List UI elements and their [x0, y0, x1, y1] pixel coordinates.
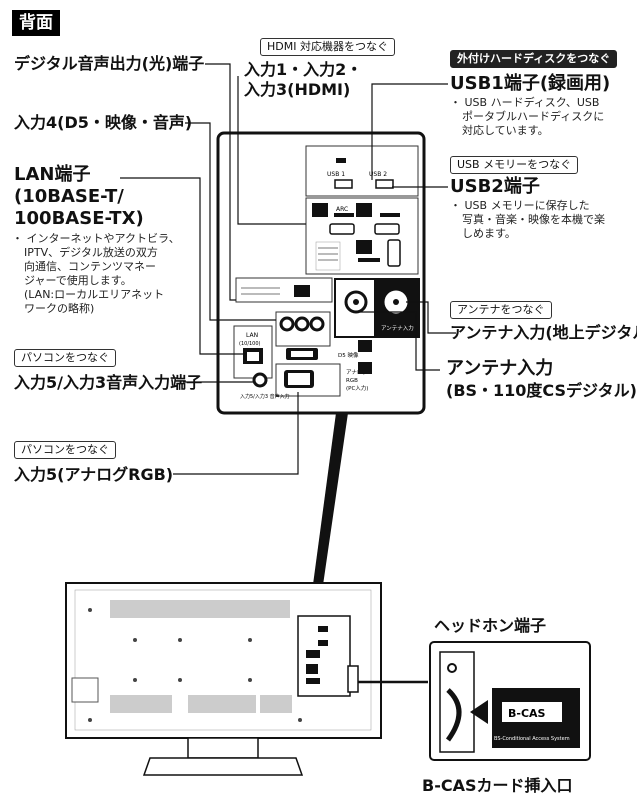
usb1-port	[334, 179, 353, 189]
lan-label-2: (10BASE-T/	[14, 186, 124, 207]
video-in-port	[279, 316, 295, 332]
svg-text:D5 映像: D5 映像	[338, 351, 359, 359]
usb2-port	[375, 179, 394, 189]
usb2-note-1: ・ USB メモリーに保存した	[450, 199, 590, 212]
input4-label: 入力4(D5・映像・音声)	[14, 113, 193, 132]
svg-text:アンテナ入力: アンテナ入力	[381, 324, 414, 332]
optical-out-label: デジタル音声出力(光)端子	[14, 54, 205, 73]
svg-text:(PC入力): (PC入力)	[346, 384, 368, 392]
lan-label-1: LAN端子	[14, 164, 91, 185]
pc-connect-tag-1: パソコンをつなぐ	[14, 349, 116, 367]
bcas-slot-label: B-CASカード挿入口	[422, 776, 573, 795]
external-hdd-tag: 外付けハードディスクをつなぐ	[450, 50, 618, 68]
lan-note-5: (LAN:ローカルエリアネット	[24, 288, 165, 301]
optical-port	[294, 285, 310, 297]
svg-text:アナログ: アナログ	[346, 368, 368, 376]
usb2-label: USB2端子	[450, 176, 540, 197]
usb2-note-3: しめます。	[462, 227, 516, 240]
hdmi1-port	[329, 223, 355, 235]
lan-note-3: 向通信、コンテンツマネー	[24, 260, 156, 273]
svg-text:(10/100): (10/100)	[239, 341, 261, 347]
audio-l-port	[294, 316, 310, 332]
usb1-label: USB1端子(録画用)	[450, 73, 611, 94]
antenna-tag: アンテナをつなぐ	[450, 301, 552, 319]
page-title: 背面	[12, 10, 60, 36]
svg-text:RGB: RGB	[346, 378, 358, 384]
antenna-bs-label-2: (BS・110度CSデジタル)	[446, 381, 637, 400]
usb2-panel-label: USB 2	[369, 171, 387, 178]
hdmi-devices-tag: HDMI 対応機器をつなぐ	[260, 38, 395, 56]
usb1-note-1: ・ USB ハードディスク、USB	[450, 96, 600, 109]
usb1-note-2: ポータブルハードディスクに	[462, 110, 605, 123]
audio-input-port	[252, 372, 268, 388]
hdmi-input-label-1: 入力1・入力2・	[244, 60, 363, 79]
lan-note-1: ・ インターネットやアクトビラ、	[12, 232, 180, 245]
antenna-terrestrial-label: アンテナ入力(地上デジタル)	[450, 323, 637, 342]
lan-note-4: ジャーで使用します。	[24, 274, 132, 287]
input5-audio-label: 入力5/入力3音声入力端子	[14, 373, 203, 392]
svg-text:B-CAS: B-CAS	[508, 707, 546, 720]
headphone-label: ヘッドホン端子	[434, 616, 547, 635]
lan-label-3: 100BASE-TX)	[14, 208, 144, 229]
usb1-panel-label: USB 1	[327, 171, 345, 178]
hdmi3-port	[387, 239, 401, 267]
svg-text:LAN: LAN	[246, 332, 258, 339]
audio-r-port	[309, 316, 325, 332]
lan-note-6: ワークの略称)	[24, 302, 95, 315]
svg-text:BS-Conditional Access System: BS-Conditional Access System	[494, 736, 570, 742]
usb2-note-2: 写真・音楽・映像を本機で楽	[462, 213, 605, 226]
lan-note-2: IPTV、デジタル放送の双方	[24, 246, 158, 259]
hdmi-input-label-2: 入力3(HDMI)	[244, 80, 351, 99]
headphone-port	[447, 663, 457, 673]
pc-connect-tag-2: パソコンをつなぐ	[14, 441, 116, 459]
usb1-note-3: 対応しています。	[462, 124, 549, 137]
antenna-bs-label-1: アンテナ入力	[446, 358, 554, 379]
hdmi2-port	[374, 223, 400, 235]
svg-text:ARC: ARC	[336, 206, 348, 213]
input5-rgb-label: 入力5(アナログRGB)	[14, 465, 174, 484]
svg-text:入力5/入力3 音声入力: 入力5/入力3 音声入力	[240, 393, 290, 400]
usb-memory-tag: USB メモリーをつなぐ	[450, 156, 579, 174]
